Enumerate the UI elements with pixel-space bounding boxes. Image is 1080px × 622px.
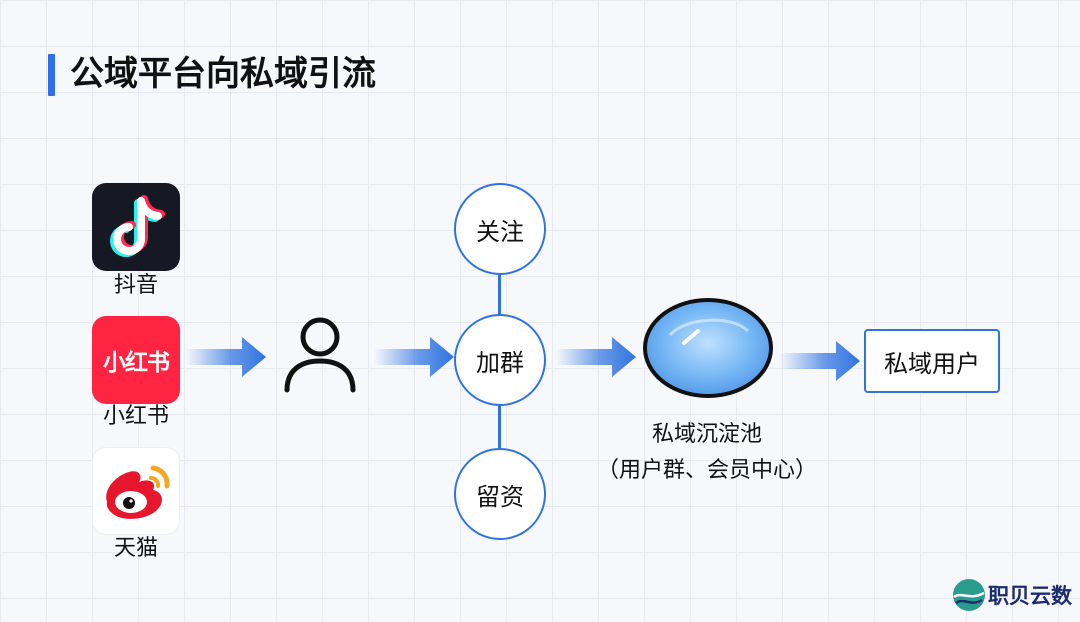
node-connector-top xyxy=(498,274,501,318)
platform-label-douyin: 抖音 xyxy=(113,273,158,298)
node-connector-bottom xyxy=(498,404,501,448)
brand-name: 职贝云数 xyxy=(988,584,1072,608)
platform-label-xiaohongshu: 小红书 xyxy=(102,404,169,429)
person-icon xyxy=(284,317,356,393)
weibo-logo-icon xyxy=(92,447,180,535)
action-node-leave-info: 留资 xyxy=(454,448,546,540)
page-title: 公域平台向私域引流 xyxy=(70,54,376,94)
douyin-logo-icon xyxy=(92,183,180,271)
private-user-box: 私域用户 xyxy=(864,329,1000,393)
title-accent-bar xyxy=(48,54,55,96)
xiaohongshu-logo-icon: 小红书 xyxy=(92,316,180,404)
action-node-follow: 关注 xyxy=(454,183,546,275)
flow-arrow-1 xyxy=(186,337,266,377)
xiaohongshu-logo-text: 小红书 xyxy=(103,350,170,376)
flow-arrow-3 xyxy=(556,337,636,377)
flow-arrow-2 xyxy=(374,337,454,377)
brand-logo-icon xyxy=(953,579,985,611)
private-pool-icon xyxy=(643,298,773,398)
pool-label: 私域沉淀池 xyxy=(651,422,762,447)
action-node-join-group: 加群 xyxy=(454,314,546,406)
platform-label-tmall: 天猫 xyxy=(113,536,158,561)
pool-sublabel: （用户群、会员中心） xyxy=(596,458,817,483)
flow-arrow-4 xyxy=(780,341,860,381)
